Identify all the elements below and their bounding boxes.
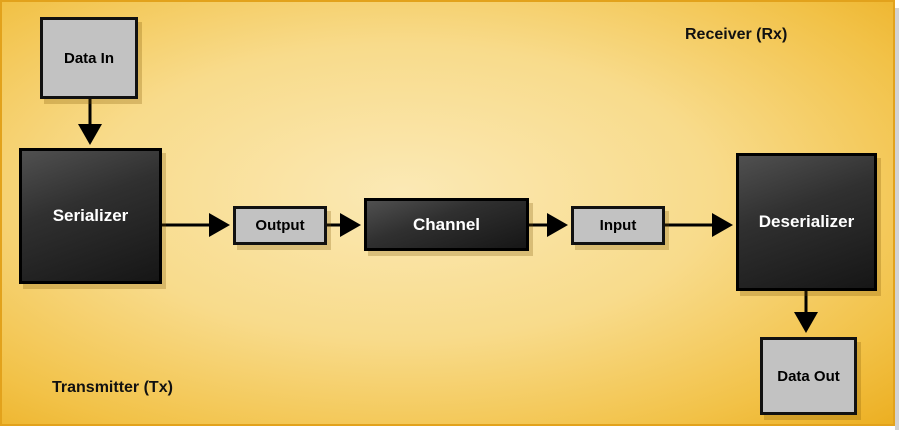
receiver-label: Receiver (Rx): [685, 26, 788, 43]
input-box: Input: [571, 206, 665, 245]
transmitter-label: Transmitter (Tx): [52, 379, 173, 396]
data-out-box: Data Out: [760, 337, 857, 415]
data-out-label: Data Out: [777, 367, 840, 385]
channel-box: Channel: [364, 198, 529, 251]
output-box: Output: [233, 206, 327, 245]
serializer-label: Serializer: [52, 206, 129, 225]
serializer-box: Serializer: [19, 148, 162, 284]
deserializer-box: Deserializer: [736, 153, 877, 291]
data-in-box: Data In: [40, 17, 138, 99]
deserializer-label: Deserializer: [758, 212, 855, 231]
input-label: Input: [599, 217, 637, 234]
data-in-label: Data In: [63, 49, 114, 67]
output-label: Output: [255, 217, 305, 234]
channel-label: Channel: [412, 214, 481, 234]
